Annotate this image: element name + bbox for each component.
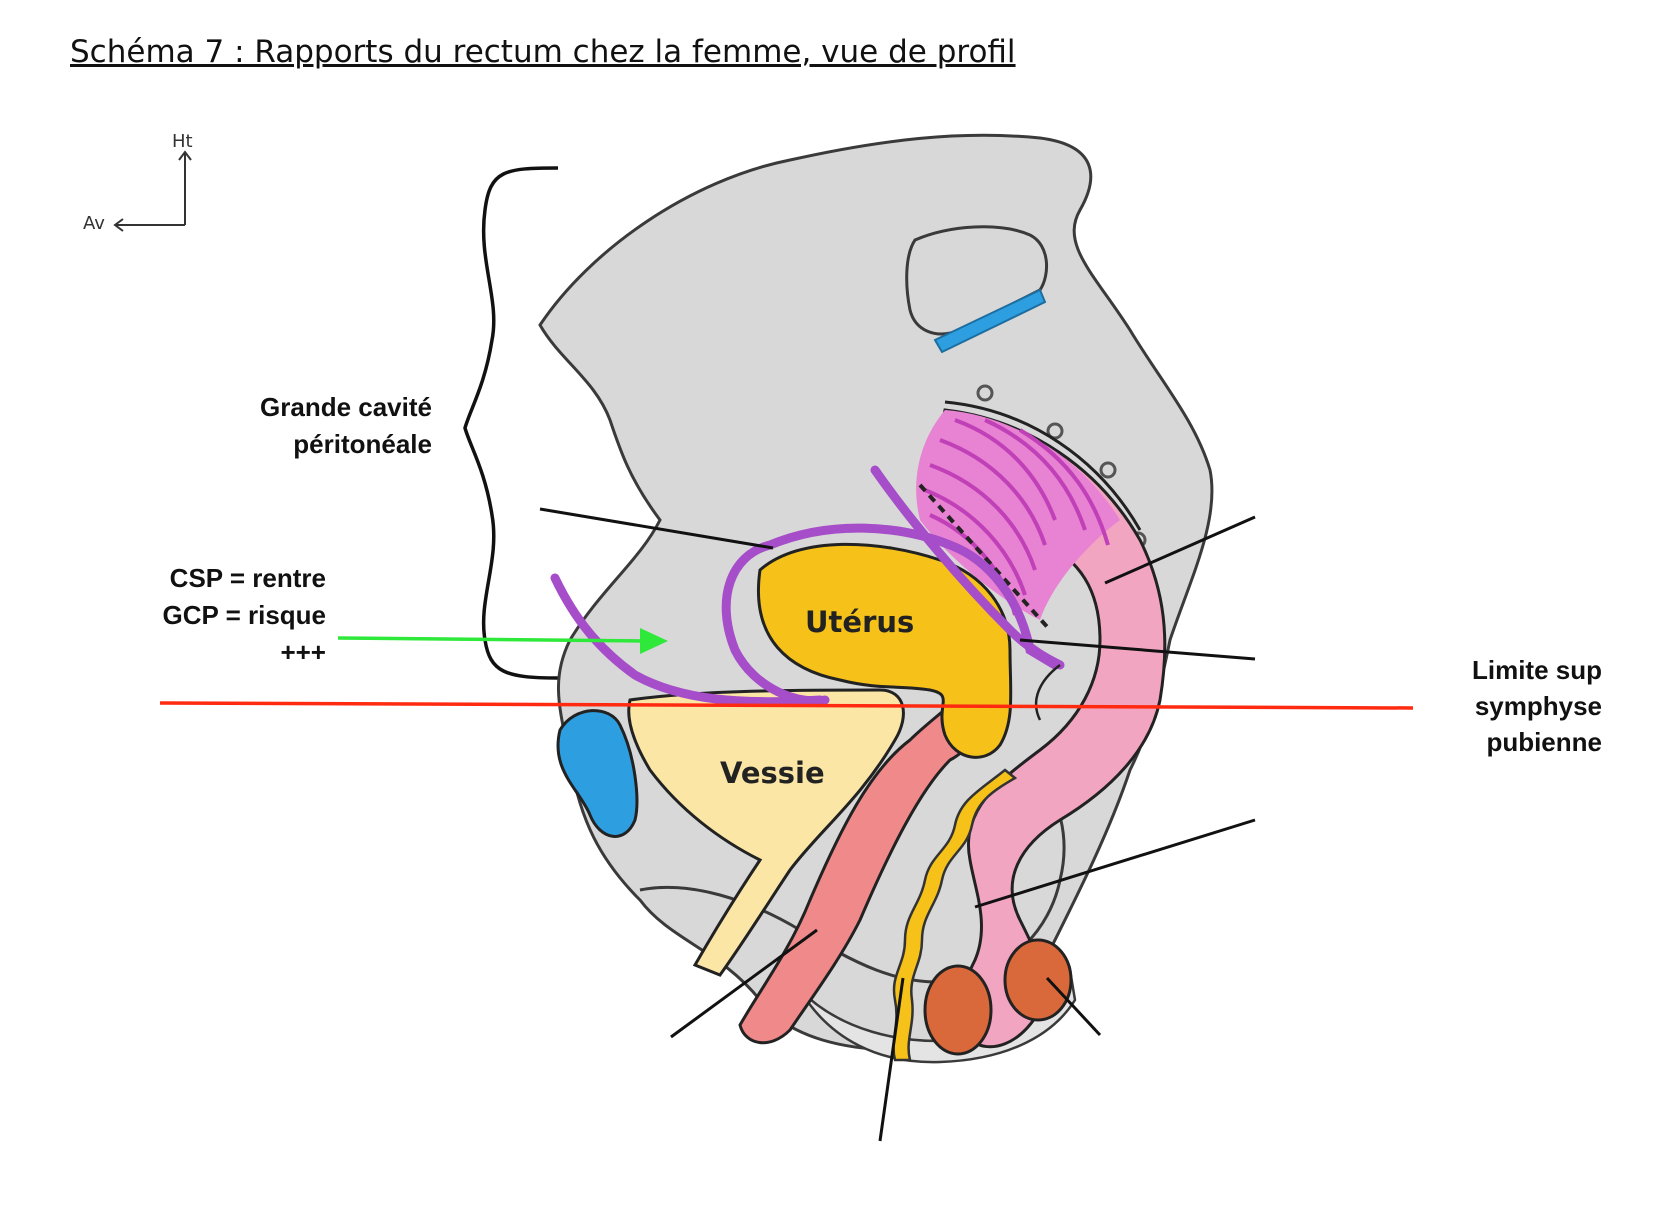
label-gcp-line: GCP = risque: [162, 600, 326, 630]
green-arrow-icon: [337, 628, 668, 654]
label-csp-gcp: CSP = rentre GCP = risque +++: [100, 560, 326, 671]
label-limite-line2: symphyse: [1474, 691, 1602, 721]
peritoneum-posterior: [870, 465, 1065, 670]
dashed-fascia-line: [918, 483, 1052, 632]
label-grande-cavite-line1: Grande cavité: [260, 392, 432, 422]
label-uterus: Utérus: [805, 605, 915, 639]
rectum-upper-outline: [944, 400, 1142, 531]
label-limite-line1: Limite sup: [1471, 655, 1602, 685]
peritoneum-uterine: [721, 523, 1060, 706]
diagram-title: Schéma 7 : Rapports du rectum chez la fe…: [70, 34, 1016, 70]
orientation-axes-icon: [113, 150, 192, 232]
label-grande-cavite-line2: péritonéale: [293, 429, 432, 459]
label-limite-sup: Limite sup symphyse pubienne: [1422, 652, 1602, 760]
vagina: [738, 678, 1002, 1045]
bladder: [627, 688, 905, 977]
intervertebral-disc: [933, 288, 1047, 354]
vaginal-wall-wavy: [892, 768, 1018, 1062]
axis-label-up: Ht: [172, 131, 193, 152]
uterus: [757, 542, 1013, 759]
pubic-symphysis-cartilage: [556, 709, 639, 838]
peritoneum-anterior: [550, 573, 825, 707]
rectal-folds: [916, 410, 1120, 620]
label-plus-line: +++: [280, 637, 326, 667]
label-csp-line: CSP = rentre: [169, 563, 326, 593]
pubic-limit-line: [159, 701, 1414, 710]
axis-label-front: Av: [83, 213, 105, 234]
anal-sphincter: [923, 938, 1073, 1056]
label-limite-line3: pubienne: [1486, 727, 1602, 757]
douglas-pouch: [1034, 664, 1061, 721]
label-vessie: Vessie: [720, 756, 825, 790]
brace-shape: [463, 166, 559, 680]
leader-lines: [539, 507, 1256, 1142]
rectal-fold-lines: [924, 418, 1110, 616]
label-grande-cavite: Grande cavité péritonéale: [180, 389, 432, 463]
